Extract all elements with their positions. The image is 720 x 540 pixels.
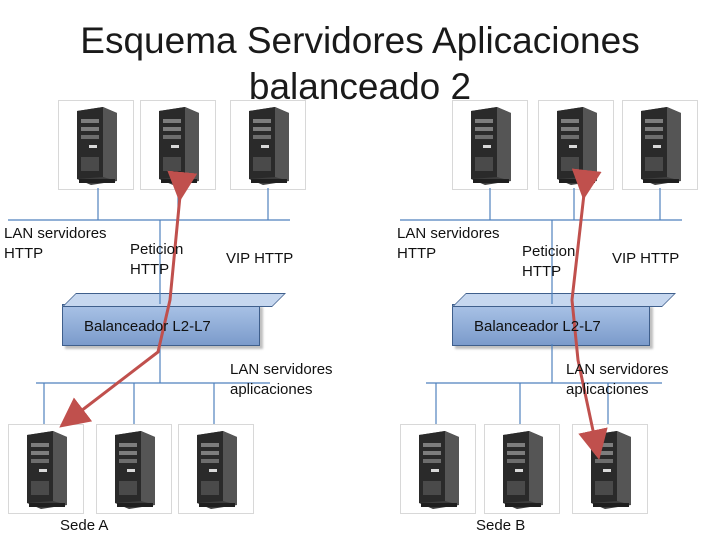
peticion-label-b: Peticion HTTP bbox=[522, 243, 576, 280]
balanceador-label-a: Balanceador L2-L7 bbox=[84, 318, 211, 335]
lan-http-label-b: LAN servidores HTTP bbox=[397, 225, 500, 262]
balanceador-box-b bbox=[452, 304, 650, 346]
sede-label-b: Sede B bbox=[476, 517, 526, 534]
lan-http-label-a: LAN servidores HTTP bbox=[4, 225, 107, 262]
vip-label-b: VIP HTTP bbox=[612, 250, 680, 267]
server-bottom-a1 bbox=[8, 424, 84, 514]
server-bottom-b1 bbox=[400, 424, 476, 514]
balanceador-label-b: Balanceador L2-L7 bbox=[474, 318, 601, 335]
server-top-b3 bbox=[622, 100, 698, 190]
server-bottom-b2 bbox=[484, 424, 560, 514]
page-title: Esquema Servidores Aplicaciones balancea… bbox=[80, 20, 640, 107]
lan-apps-label-b: LAN servidores aplicaciones bbox=[566, 361, 669, 398]
server-bottom-a3 bbox=[178, 424, 254, 514]
request-arrow-a bbox=[59, 170, 198, 428]
vip-label-a: VIP HTTP bbox=[226, 250, 294, 267]
lan-apps-label-a: LAN servidores aplicaciones bbox=[230, 361, 333, 398]
lan-apps-line-b bbox=[426, 344, 662, 424]
server-top-a3 bbox=[230, 100, 306, 190]
sede-label-a: Sede A bbox=[60, 517, 109, 534]
request-arrow-b bbox=[570, 168, 608, 460]
peticion-label-a: Peticion HTTP bbox=[130, 241, 184, 278]
server-bottom-a2 bbox=[96, 424, 172, 514]
